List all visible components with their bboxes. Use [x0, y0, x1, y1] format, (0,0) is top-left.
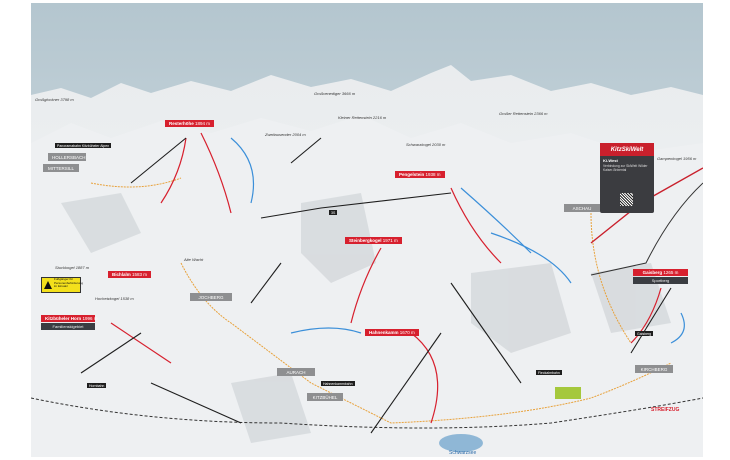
mountain-label-grosser-rettenstein: Großer Rettenstein 2366 m: [499, 111, 548, 116]
map-terrain: [31, 3, 703, 457]
biathlon-sign: [555, 387, 581, 399]
streifzug-label: STREIFZUG: [651, 407, 680, 413]
blue-pistes: [230, 137, 685, 344]
railway: [31, 397, 703, 429]
mountain-label-stuckkogel: Stuckkogel 1887 m: [55, 265, 90, 270]
town-aschau: ASCHAU: [564, 204, 600, 212]
town-kirchberg: KIRCHBERG: [635, 365, 673, 373]
town-mittersill: MITTERSILL: [43, 164, 79, 172]
ridge: [31, 115, 703, 457]
peak-label-hahnenkamm: Hahnenkamm 1670 m: [365, 329, 419, 336]
mountain-label-gampenkogel: Gampenkogel 1956 m: [657, 156, 697, 161]
peak-label-resterhoehe: Resterhöhe 1894 m: [165, 120, 215, 127]
lift-label-hahnenkammbahn[interactable]: Hahnenkammbahn: [321, 381, 355, 386]
qr-code-icon: [620, 193, 633, 206]
red-pistes: [110, 132, 662, 424]
peak-label-pengelstein: Pengelstein 1938 m: [395, 171, 445, 178]
lake-label: Schwarzsee: [449, 450, 477, 456]
sublabel-familienskigebiet: Familienskigebiet: [41, 323, 95, 330]
peak-label-kitzbueheler-horn: Kitzbüheler Horn 1996 m: [41, 315, 98, 322]
town-kitzbuehel: KITZBÜHEL: [307, 393, 343, 401]
skiwelt-lift: [590, 182, 703, 276]
mountain-label-schwarzkogel: Schwarzkogel 2030 m: [406, 142, 446, 147]
lake-schwarzsee: [439, 434, 483, 452]
ki-west-info-card: KitzSkiWelt Ki-West Verbindung zur SkiWe…: [600, 143, 654, 213]
sublabel-sportberg: Sportberg: [633, 277, 688, 284]
mountain-label-grossglockner: Großglockner 3798 m: [35, 97, 74, 102]
ski-map: Großglockner 3798 m Großvenediger 3666 m…: [31, 3, 703, 457]
warning-sign: Fußgänger für Personenbeförderung im Ein…: [41, 277, 83, 293]
ki-west-title: Ki-West: [603, 158, 618, 163]
lift-label-gaisberg[interactable]: Gaisberg: [635, 331, 654, 336]
lift-label-3s[interactable]: 3S: [329, 210, 338, 215]
town-hollersbach: HOLLERSBACH: [48, 153, 86, 161]
ki-west-text: Verbindung zur SkiWelt Wilder Kaiser-Bri…: [603, 164, 648, 172]
lift-lines: [80, 137, 672, 434]
lift-label-fleckalmbahn[interactable]: Fleckalmbahn: [536, 370, 562, 375]
peak-label-steinbergkogel: Steinbergkogel 1971 m: [345, 237, 402, 244]
town-aurach: AURACH: [277, 368, 315, 376]
mountain-label-grossvenediger: Großvenediger 3666 m: [314, 91, 356, 96]
lift-label-hornbahn[interactable]: Hornbahn: [87, 383, 107, 388]
mountain-label-zweitausender: Zweitausender 2004 m: [265, 132, 306, 137]
lift-label-panoramabahn[interactable]: Panoramabahn Kitzbüheler Alpen: [55, 143, 112, 148]
mountain-label-hochetzkogel: Hochetzkogel 1538 m: [95, 296, 134, 301]
kitzskiwelt-logo: KitzSkiWelt: [600, 143, 654, 156]
warning-icon: [44, 281, 52, 289]
peak-label-gaisberg: Gaisberg 1265 m: [633, 269, 688, 276]
mountain-label-kleiner-rettenstein: Kleiner Rettenstein 2216 m: [338, 115, 387, 120]
mountain-label-alte-wacht: Alte Wacht: [184, 257, 204, 262]
peak-label-bichlalm: Bichlalm 1583 m: [108, 271, 152, 278]
town-jochberg: JOCHBERG: [190, 293, 232, 301]
